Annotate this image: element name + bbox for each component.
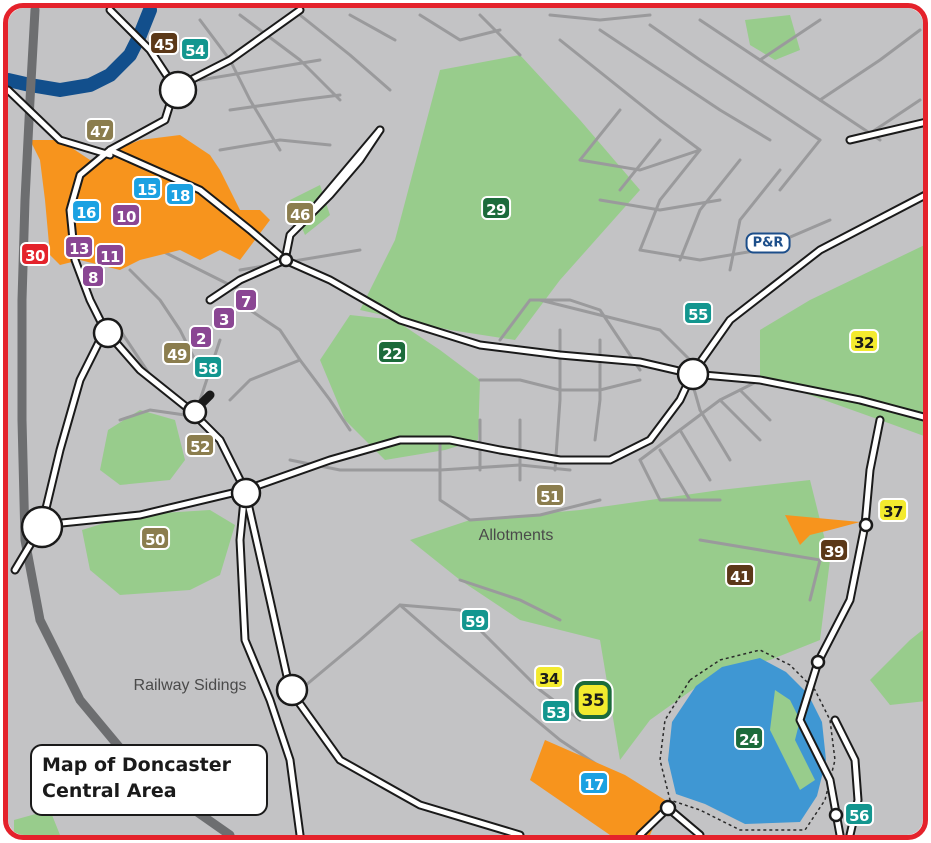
park-and-ride-icon[interactable]: P&R — [745, 232, 791, 254]
location-marker-13[interactable]: 13 — [64, 235, 94, 259]
location-marker-10[interactable]: 10 — [111, 203, 141, 227]
location-marker-39[interactable]: 39 — [819, 538, 849, 562]
roundabout-north — [158, 70, 198, 110]
location-marker-15[interactable]: 15 — [132, 176, 162, 200]
location-marker-46[interactable]: 46 — [285, 201, 315, 225]
roundabout-small-4 — [659, 799, 677, 817]
location-marker-56[interactable]: 56 — [844, 802, 874, 826]
location-marker-17[interactable]: 17 — [579, 771, 609, 795]
park-corner — [14, 810, 60, 835]
map-title-box: Map of Doncaster Central Area — [30, 744, 268, 816]
location-marker-49[interactable]: 49 — [162, 341, 192, 365]
location-marker-53[interactable]: 53 — [541, 699, 571, 723]
park-allotments — [410, 480, 830, 760]
location-marker-37[interactable]: 37 — [878, 498, 908, 522]
location-marker-47[interactable]: 47 — [85, 118, 115, 142]
park-52 — [100, 410, 185, 485]
map-title-line-2: Central Area — [42, 780, 177, 802]
location-marker-58[interactable]: 58 — [193, 355, 223, 379]
roundabout-small-2 — [858, 517, 874, 533]
roundabout-southwest — [20, 505, 64, 549]
location-marker-11[interactable]: 11 — [95, 243, 125, 267]
location-marker-32[interactable]: 32 — [849, 329, 879, 353]
roundabout-small-5 — [828, 807, 844, 823]
location-marker-18[interactable]: 18 — [165, 182, 195, 206]
location-marker-55[interactable]: 55 — [683, 301, 713, 325]
roundabout-east — [676, 357, 710, 391]
location-marker-52[interactable]: 52 — [185, 433, 215, 457]
park-22 — [320, 315, 480, 460]
roundabout-mid — [182, 399, 208, 425]
park-ne — [745, 15, 800, 60]
roundabout-junction — [230, 477, 262, 509]
location-marker-45[interactable]: 45 — [149, 31, 179, 55]
location-marker-2[interactable]: 2 — [189, 325, 213, 349]
location-marker-51[interactable]: 51 — [535, 483, 565, 507]
location-marker-8[interactable]: 8 — [81, 264, 105, 288]
park-50 — [82, 510, 235, 595]
park-se — [870, 620, 923, 705]
location-marker-30[interactable]: 30 — [20, 242, 50, 266]
map-title-line-1: Map of Doncaster — [42, 754, 231, 776]
location-marker-35[interactable]: 35 — [574, 681, 612, 719]
location-marker-24[interactable]: 24 — [734, 726, 764, 750]
location-marker-7[interactable]: 7 — [234, 288, 258, 312]
allotments-label: Allotments — [478, 527, 554, 544]
roundabouts — [20, 70, 874, 823]
location-marker-54[interactable]: 54 — [180, 37, 210, 61]
roundabout-small-1 — [278, 252, 294, 268]
location-marker-3[interactable]: 3 — [212, 306, 236, 330]
location-marker-29[interactable]: 29 — [481, 196, 511, 220]
location-marker-34[interactable]: 34 — [534, 665, 564, 689]
railway-sidings-label: Railway Sidings — [133, 677, 247, 694]
location-marker-59[interactable]: 59 — [460, 608, 490, 632]
location-marker-16[interactable]: 16 — [71, 199, 101, 223]
building-39 — [785, 515, 860, 545]
lake-island — [770, 690, 815, 790]
location-marker-22[interactable]: 22 — [377, 340, 407, 364]
location-marker-50[interactable]: 50 — [140, 526, 170, 550]
minor-streets — [118, 13, 922, 782]
roundabout-small-3 — [810, 654, 826, 670]
roundabout-south — [275, 673, 309, 707]
location-marker-41[interactable]: 41 — [725, 563, 755, 587]
roundabout-west — [92, 317, 124, 349]
